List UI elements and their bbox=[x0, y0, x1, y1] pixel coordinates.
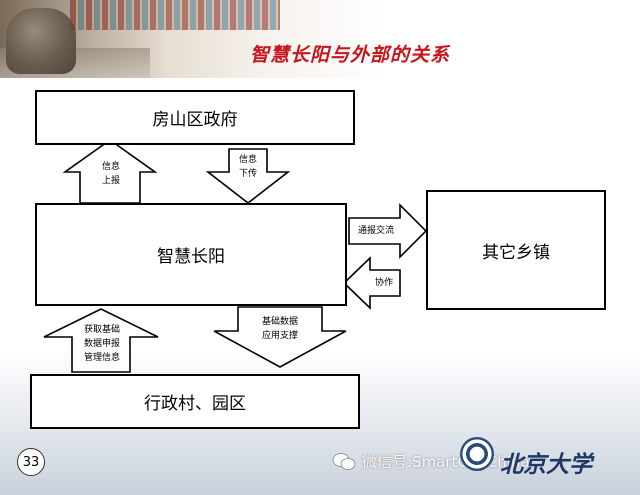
page-number: 33 bbox=[17, 448, 45, 476]
university-seal-icon bbox=[460, 437, 494, 471]
district-government-box: 房山区政府 bbox=[35, 90, 355, 145]
support-label: 基础数据 应用支撑 bbox=[261, 317, 298, 341]
smart-changyang-box: 智慧长阳 bbox=[35, 203, 347, 306]
district-government-label: 房山区政府 bbox=[152, 110, 238, 130]
exchange-right-arrow bbox=[348, 203, 428, 259]
report-up-arrow bbox=[62, 139, 158, 204]
acquire-up-arrow bbox=[43, 308, 159, 373]
header-banner bbox=[0, 0, 640, 78]
cooperate-label: 协作 bbox=[374, 278, 393, 288]
issue-down-arrow bbox=[205, 148, 291, 205]
issue-down-label: 信息 下传 bbox=[238, 155, 257, 179]
exchange-label: 通报交流 bbox=[357, 226, 394, 236]
villages-parks-box: 行政村、园区 bbox=[30, 374, 360, 429]
acquire-label: 获取基础 数据申报 管理信息 bbox=[83, 325, 120, 363]
cooperate-left-arrow bbox=[342, 256, 401, 310]
villages-parks-label: 行政村、园区 bbox=[144, 394, 246, 414]
university-name: 北京大学 bbox=[500, 451, 592, 478]
report-up-label: 信息 上报 bbox=[101, 162, 120, 186]
wechat-icon bbox=[332, 452, 356, 470]
slide-title: 智慧长阳与外部的关系 bbox=[250, 44, 451, 66]
other-towns-label: 其它乡镇 bbox=[482, 242, 550, 263]
support-down-arrow bbox=[213, 306, 347, 368]
palace-roof-decoration bbox=[70, 0, 280, 30]
stone-lion-image bbox=[6, 8, 76, 74]
smart-changyang-label: 智慧长阳 bbox=[157, 247, 225, 267]
other-towns-box: 其它乡镇 bbox=[426, 190, 606, 310]
